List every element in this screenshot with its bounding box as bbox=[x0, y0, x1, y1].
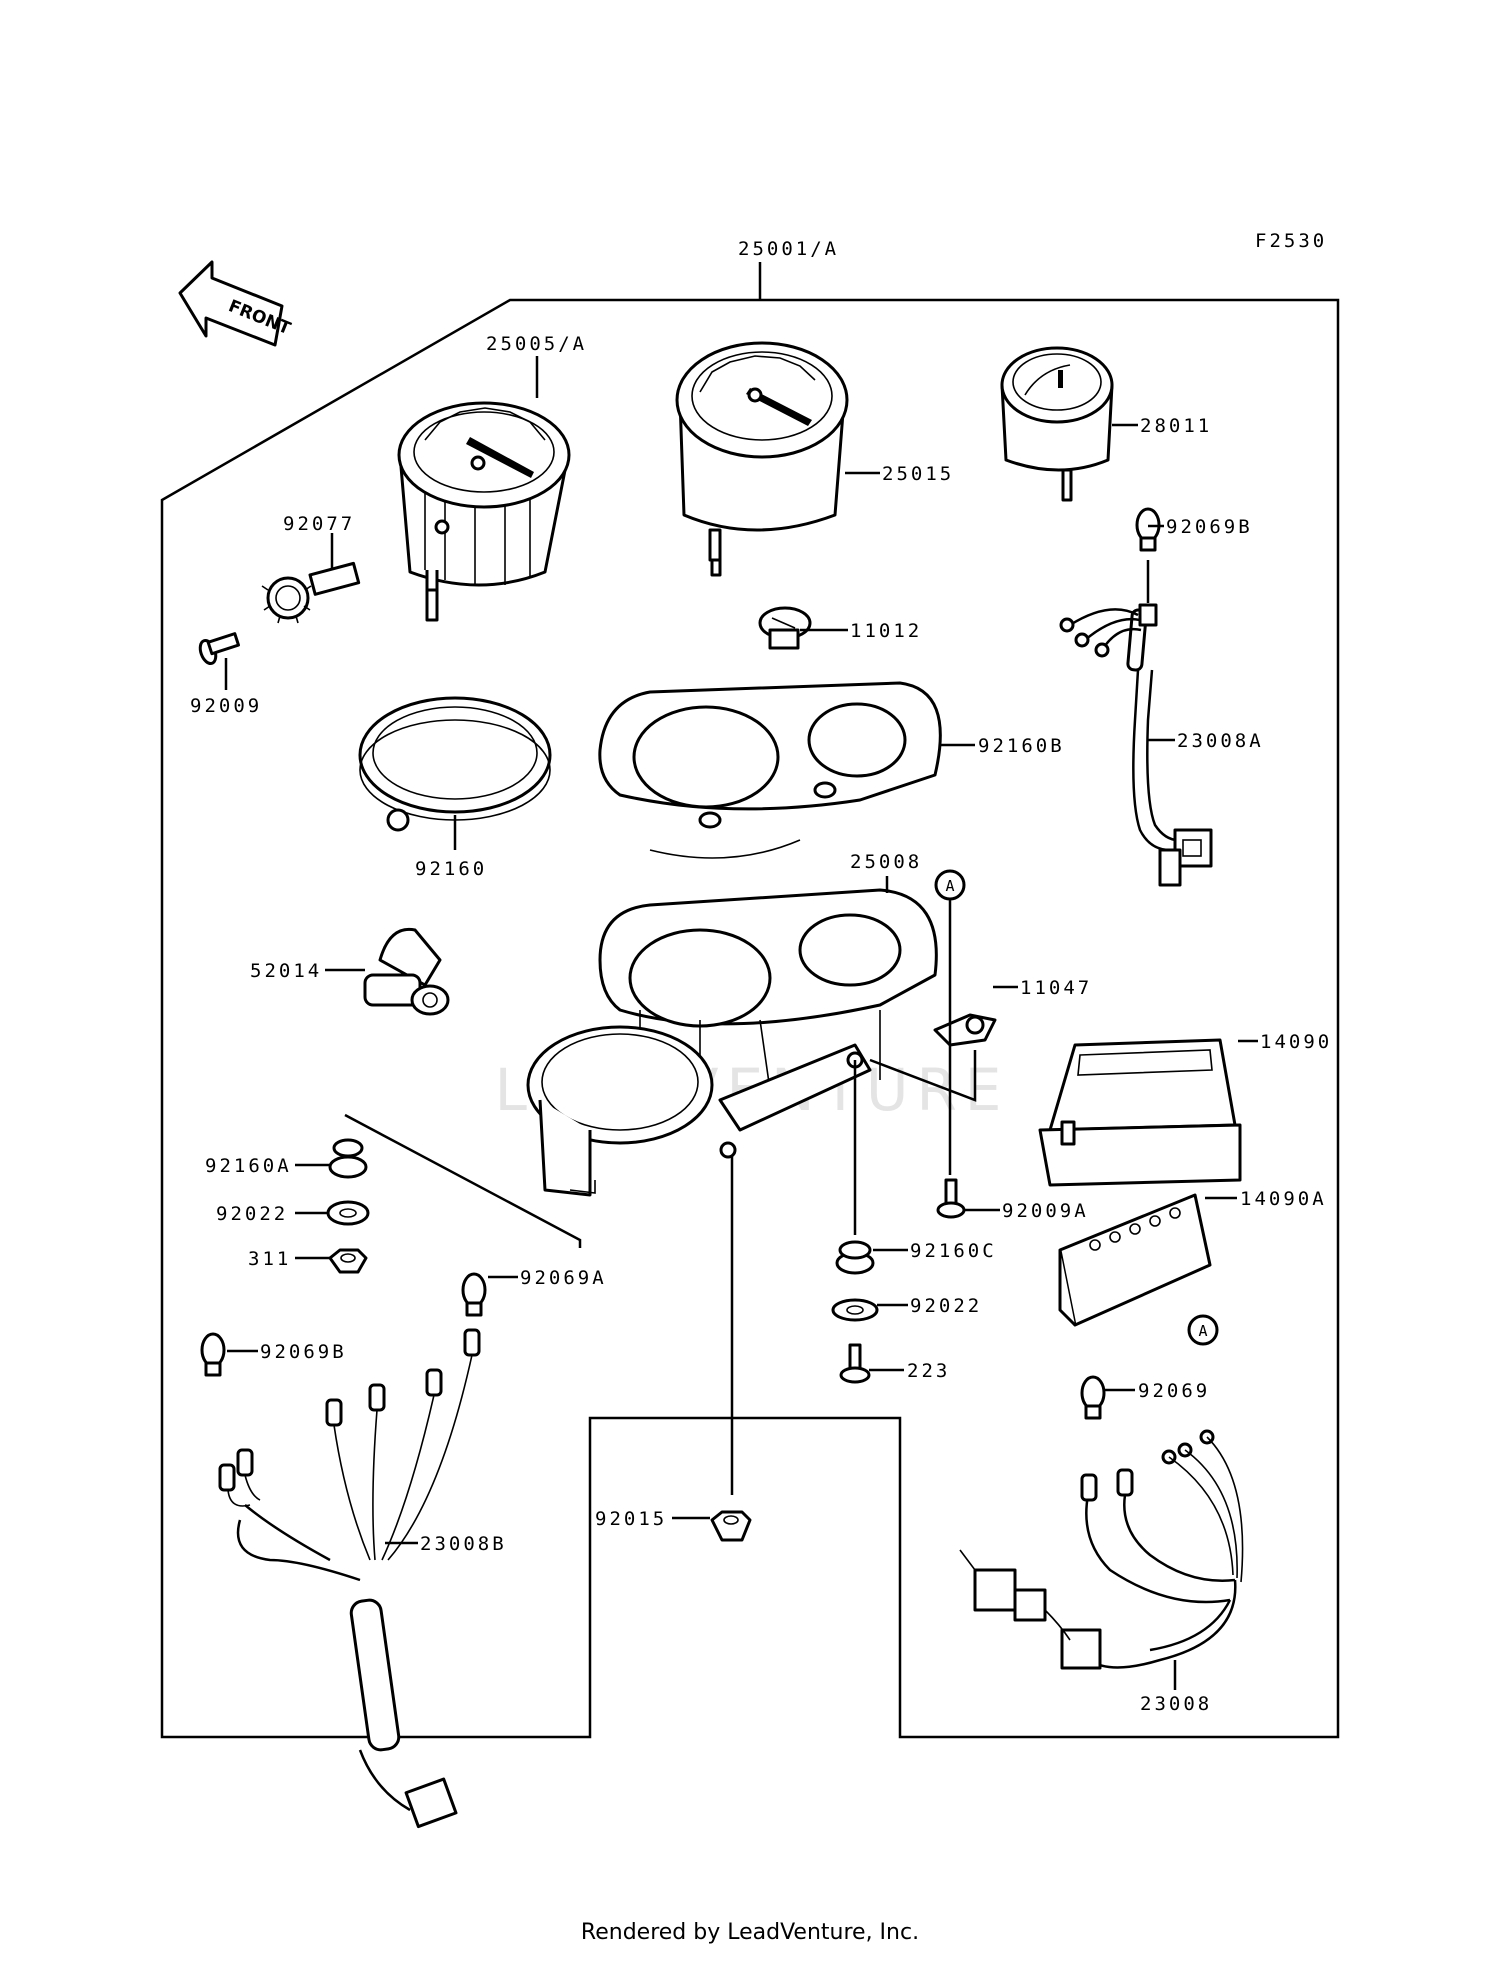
label-23008B: 23008B bbox=[420, 1533, 507, 1555]
screw-92009 bbox=[198, 632, 240, 666]
bolt-223 bbox=[839, 1343, 871, 1384]
indicator-lens-14090 bbox=[1038, 1038, 1242, 1187]
front-arrow-icon: FRONT bbox=[178, 260, 294, 347]
bulb-92069B-top bbox=[1135, 507, 1161, 552]
screw-92009A bbox=[936, 1178, 966, 1219]
bulb-92069 bbox=[1080, 1375, 1106, 1420]
label-311: 311 bbox=[248, 1248, 291, 1270]
label-92160A: 92160A bbox=[205, 1155, 292, 1177]
nut-311 bbox=[328, 1248, 368, 1274]
gasket-ring-92160 bbox=[358, 696, 552, 832]
bulb-92069B-left bbox=[200, 1332, 226, 1377]
ref-a-top: A bbox=[934, 869, 966, 1175]
label-92160B: 92160B bbox=[978, 735, 1065, 757]
wiring-harness-23008B bbox=[218, 1328, 481, 1829]
label-25005A: 25005/A bbox=[486, 333, 587, 355]
label-25008: 25008 bbox=[850, 851, 922, 873]
label-14090A: 14090A bbox=[1240, 1188, 1327, 1210]
label-92069B-top: 92069B bbox=[1166, 516, 1253, 538]
sensor-52014 bbox=[363, 927, 450, 1016]
grommet-92160A bbox=[328, 1138, 368, 1179]
label-92160C: 92160C bbox=[910, 1240, 997, 1262]
assembly-outline bbox=[160, 298, 1340, 1739]
label-92009: 92009 bbox=[190, 695, 262, 717]
grommet-11012 bbox=[758, 606, 812, 721]
label-92160: 92160 bbox=[415, 858, 487, 880]
meter-case-25008 bbox=[526, 888, 938, 1197]
wiring-harness-23008 bbox=[959, 1429, 1244, 1670]
label-25001A: 25001/A bbox=[738, 238, 839, 260]
tachometer bbox=[397, 401, 571, 622]
label-11047: 11047 bbox=[1020, 977, 1092, 999]
label-92069B-left: 92069B bbox=[260, 1341, 347, 1363]
label-92077: 92077 bbox=[283, 513, 355, 535]
label-25015: 25015 bbox=[882, 463, 954, 485]
ref-a-top-label: A bbox=[945, 877, 954, 895]
label-92022-right: 92022 bbox=[910, 1295, 982, 1317]
label-92015: 92015 bbox=[595, 1508, 667, 1530]
label-11012: 11012 bbox=[850, 620, 922, 642]
figure-code: F2530 bbox=[1255, 230, 1327, 252]
gauge-plate-92160B bbox=[598, 681, 942, 859]
label-92069: 92069 bbox=[1138, 1380, 1210, 1402]
drive-gear bbox=[261, 561, 361, 624]
label-14090: 14090 bbox=[1260, 1031, 1332, 1053]
ref-a-bottom-label: A bbox=[1198, 1322, 1207, 1340]
indicator-housing-14090A bbox=[1058, 1193, 1212, 1327]
washer-92022-right bbox=[831, 1298, 879, 1322]
label-92022-left: 92022 bbox=[216, 1203, 288, 1225]
label-223: 223 bbox=[907, 1360, 950, 1382]
bracket-11047 bbox=[933, 1013, 997, 1047]
wiring-harness-23008A bbox=[1059, 603, 1213, 887]
nut-92015 bbox=[710, 1510, 752, 1542]
label-28011: 28011 bbox=[1140, 415, 1212, 437]
bulb-92069A bbox=[461, 1272, 487, 1317]
ref-a-bottom: A bbox=[1187, 1314, 1219, 1346]
temp-gauge bbox=[1000, 346, 1114, 502]
speedometer bbox=[675, 341, 849, 577]
washer-92022-left bbox=[326, 1200, 370, 1226]
label-23008: 23008 bbox=[1140, 1693, 1212, 1715]
label-52014: 52014 bbox=[250, 960, 322, 982]
label-92069A: 92069A bbox=[520, 1267, 607, 1289]
label-92009A: 92009A bbox=[1002, 1200, 1089, 1222]
footer-credit: Rendered by LeadVenture, Inc. bbox=[580, 1920, 920, 1945]
grommet-92160C bbox=[835, 1240, 875, 1275]
label-23008A: 23008A bbox=[1177, 730, 1264, 752]
